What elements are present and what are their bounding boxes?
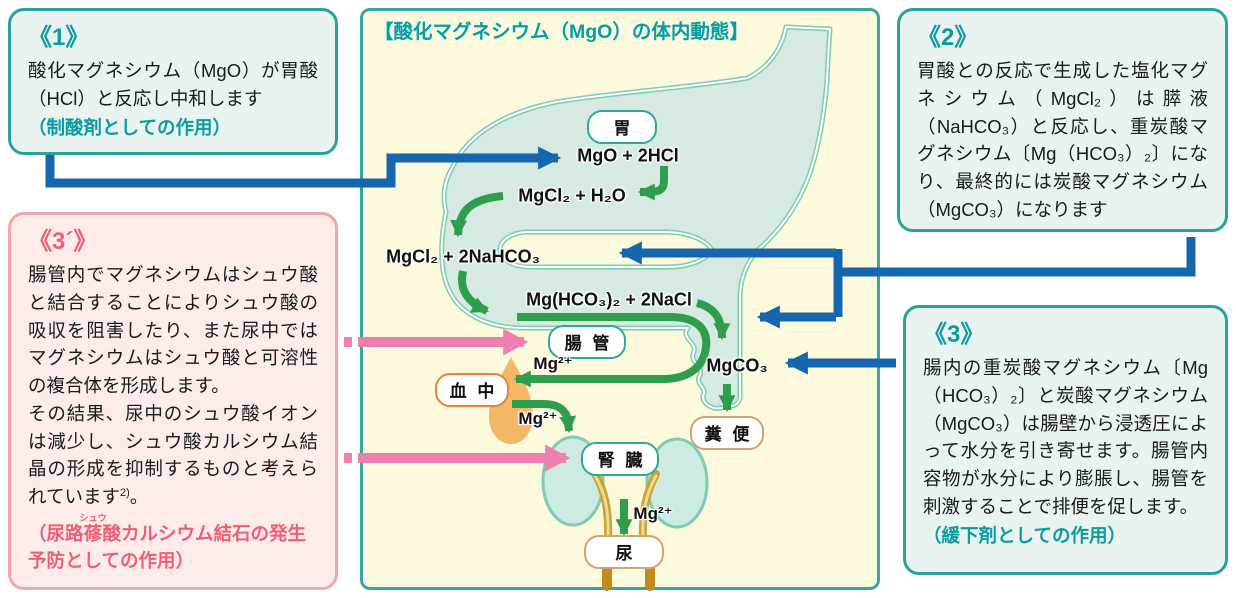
arrow-mgcl2-down (450, 192, 504, 238)
box2-number: 《2》 (917, 24, 979, 51)
ureters-shape (590, 468, 660, 591)
label-mg-ion-blood: Mg²⁺ (518, 409, 558, 428)
formula-mgco3: MgCO₃ (706, 355, 768, 376)
formula-mgo-hcl: MgO + 2HCl (577, 145, 679, 166)
label-feces: 糞 便 (690, 416, 764, 450)
arrow-box1-to-stomach (45, 146, 562, 188)
ruby-oxalate: 蓚シュウ (79, 512, 107, 544)
formula-mgcl2-nahco3: MgCl₂ + 2NaHCO₃ (386, 246, 540, 267)
box3prime-number: 《3´》 (28, 228, 98, 255)
label-mg-ion-intestine: Mg²⁺ (533, 354, 573, 373)
label-mg-ion-urine: Mg²⁺ (633, 504, 673, 523)
arrow-mgo-to-mgcl2 (637, 166, 668, 201)
arrow-to-mgco3 (695, 299, 731, 341)
box3-body: 腸内の重炭酸マグネシウム〔Mg（HCO₃）₂〕と炭酸マグネシウム（MgCO₃）は… (923, 357, 1208, 517)
box1-action: （制酸剤としての作用） (28, 116, 231, 138)
box3-number: 《3》 (923, 321, 985, 348)
info-box-3prime-oxalate: 《3´》 腸管内でマグネシウムはシュウ酸と結合することによりシュウ酸の吸収を阻害… (8, 212, 338, 590)
arrow-nahco3-down (458, 270, 489, 315)
box1-body: 酸化マグネシウム（MgO）が胃酸（HCl）と反応し中和します (28, 60, 318, 109)
box3prime-action: （尿路蓚シュウ酸カルシウム結石の発生予防としての作用） (28, 512, 307, 571)
formula-mghco3-nacl: Mg(HCO₃)₂ + 2NaCl (526, 289, 692, 310)
arrow-intestine-to-blood (513, 313, 711, 388)
label-stomach: 胃 (587, 110, 657, 144)
info-box-2-reactions: 《2》 胃酸との反応で生成した塩化マグネシウム（MgCl₂）は膵液（NaHCO₃… (897, 8, 1228, 232)
label-intestine: 腸 管 (548, 325, 626, 359)
box3prime-body2: その結果、尿中のシュウ酸イオンは減少し、シュウ酸カルシウム結晶の形成を抑制するも… (28, 402, 318, 507)
label-kidney: 腎 臓 (581, 442, 659, 476)
label-blood: 血 中 (435, 373, 509, 407)
info-box-3-laxative: 《3》 腸内の重炭酸マグネシウム〔Mg（HCO₃）₂〕と炭酸マグネシウム（MgC… (903, 305, 1228, 575)
panel-title: 【酸化マグネシウム（MgO）の体内動態】 (374, 21, 749, 43)
box2-body: 胃酸との反応で生成した塩化マグネシウム（MgCl₂）は膵液（NaHCO₃）と反応… (917, 60, 1208, 220)
label-urine: 尿 (584, 535, 664, 569)
arrow-box2-feed-line (842, 237, 1196, 277)
arrow-blood-to-kidney (512, 400, 577, 434)
formula-mgcl2-h2o: MgCl₂ + H₂O (518, 185, 626, 206)
box1-number: 《1》 (28, 24, 90, 51)
box3-action: （緩下剤としての作用） (923, 524, 1126, 546)
info-box-1-antacid: 《1》 酸化マグネシウム（MgO）が胃酸（HCl）と反応し中和します （制酸剤と… (8, 8, 338, 155)
gi-tract-shape (439, 24, 833, 411)
box3prime-body1: 腸管内でマグネシウムはシュウ酸と結合することによりシュウ酸の吸収を阻害したり、ま… (28, 264, 318, 396)
reference-superscript: 2) (119, 486, 130, 499)
